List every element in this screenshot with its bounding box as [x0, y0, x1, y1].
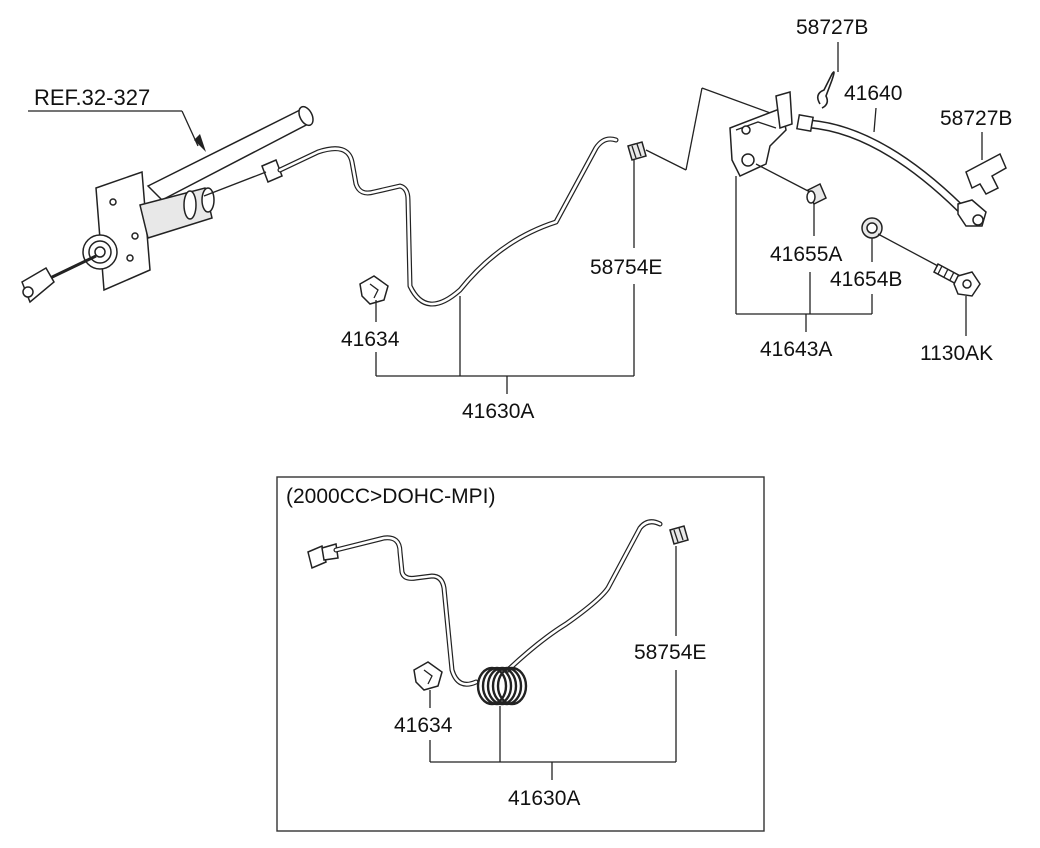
label-58727b-top: 58727B [796, 16, 868, 39]
main-right-leaders: 58727B 41640 58727B 41655A 41654B 41643A… [735, 16, 1012, 365]
ref-label: REF.32-327 [34, 85, 150, 110]
main-left-leaders: 41634 58754E 41630A [341, 87, 785, 423]
inset-panel: (2000CC>DOHC-MPI) 41634 58754E [276, 476, 765, 832]
label-41654b: 41654B [830, 268, 902, 291]
master-cylinder-assembly [21, 105, 314, 304]
inset-title: (2000CC>DOHC-MPI) [286, 485, 495, 508]
label-41643a: 41643A [760, 338, 832, 361]
bracket-hose-assembly [729, 71, 1007, 297]
inset-coil [476, 666, 528, 706]
inset-label-58754e: 58754E [634, 641, 706, 664]
label-41634: 41634 [341, 328, 400, 351]
inset-label-41630a: 41630A [508, 787, 580, 810]
ref-callout: REF.32-327 [28, 85, 206, 152]
main-clutch-tube [277, 136, 619, 307]
label-58754e: 58754E [590, 256, 662, 279]
label-58727b-right: 58727B [940, 107, 1012, 130]
label-41630a: 41630A [462, 400, 534, 423]
label-1130ak: 1130AK [920, 342, 993, 365]
inset-label-41634: 41634 [394, 714, 453, 737]
clip-41634 [359, 275, 389, 305]
label-41640: 41640 [844, 82, 902, 105]
label-41655a: 41655A [770, 243, 842, 266]
flare-nut-58754e [627, 141, 647, 161]
